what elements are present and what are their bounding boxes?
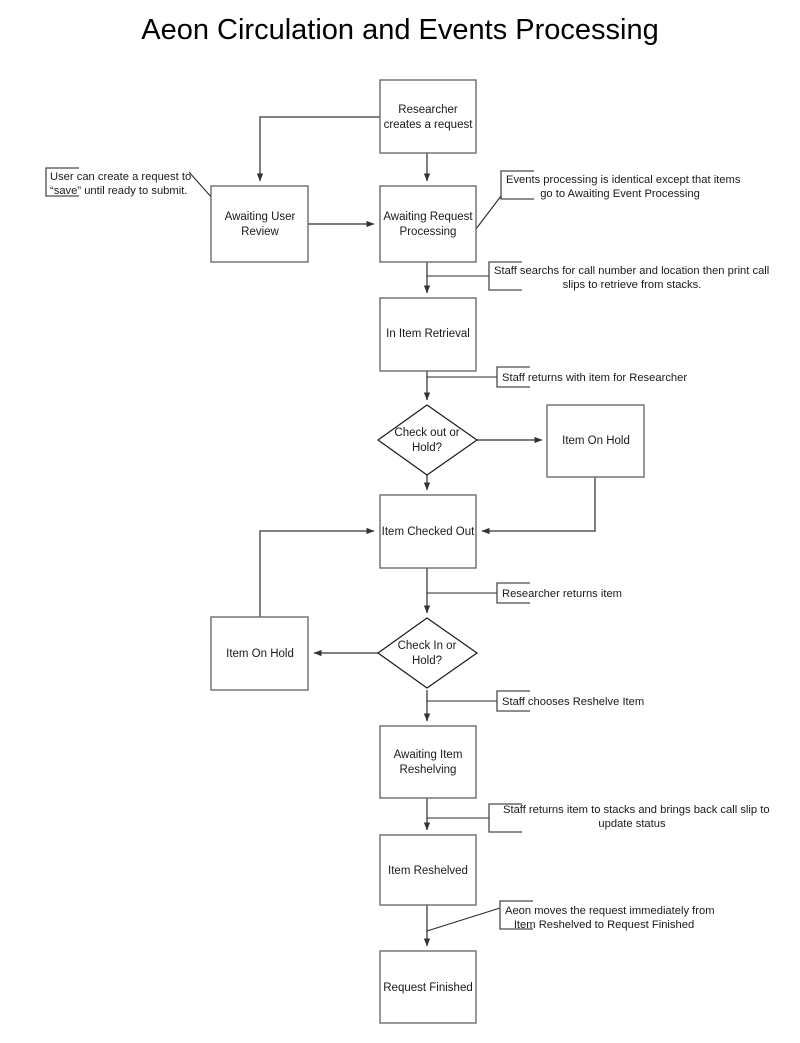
edge-item-on-hold-right-to-checked-out	[481, 477, 596, 535]
bracket-note-events	[500, 170, 534, 200]
node-label-line: Hold?	[412, 442, 442, 454]
node-label-line: Item On Hold	[562, 435, 630, 447]
node-label-line: Item On Hold	[226, 648, 294, 660]
note-line: go to Awaiting Event Processing	[540, 188, 700, 200]
bracket-note-call-slips	[488, 261, 522, 291]
bracket-note-researcher-returns	[496, 582, 530, 604]
note-staff-chooses-reshelve: Staff chooses Reshelve Item	[502, 696, 644, 708]
note-aeon-moves-request: Aeon moves the request immediately from …	[505, 905, 715, 931]
node-label-line: Reshelving	[400, 764, 457, 776]
node-label-line: Item Reshelved	[388, 865, 468, 877]
node-item-on-hold-right[interactable]: Item On Hold	[546, 404, 645, 478]
leader-note-save	[188, 171, 214, 200]
note-line: Researcher returns item	[502, 588, 622, 600]
node-request-finished[interactable]: Request Finished	[379, 950, 477, 1024]
node-awaiting-item-reshelving[interactable]: Awaiting Item Reshelving	[379, 725, 477, 799]
node-label-line: Awaiting User	[225, 211, 296, 223]
note-line: Staff returns item to stacks and brings …	[503, 804, 770, 816]
bracket-note-back-to-stacks	[488, 803, 522, 833]
bracket-note-reshelve-choice	[496, 690, 530, 712]
node-label-line: In Item Retrieval	[386, 328, 470, 340]
note-line: Item Reshelved to Request Finished	[514, 919, 694, 931]
node-label-line: Check out or	[394, 427, 459, 439]
note-line: slips to retrieve from stacks.	[563, 279, 702, 291]
node-in-item-retrieval[interactable]: In Item Retrieval	[379, 297, 477, 372]
node-label-line: Check In or	[398, 640, 457, 652]
bracket-note-aeon-moves	[499, 900, 533, 930]
note-line: Staff chooses Reshelve Item	[502, 696, 644, 708]
note-line: update status	[598, 818, 666, 830]
node-label-line: creates a request	[384, 119, 474, 131]
node-label-line: Researcher	[398, 104, 458, 116]
note-line: Staff returns with item for Researcher	[502, 372, 687, 384]
node-awaiting-user-review[interactable]: Awaiting User Review	[210, 185, 309, 263]
note-line: Staff searchs for call number and locati…	[494, 265, 769, 277]
note-call-slips: Staff searchs for call number and locati…	[494, 265, 769, 291]
note-staff-returns-with-item: Staff returns with item for Researcher	[502, 372, 687, 384]
node-researcher-creates-a-request[interactable]: Researcher creates a request	[379, 79, 477, 154]
note-returns-to-stacks: Staff returns item to stacks and brings …	[503, 804, 770, 830]
note-line: Events processing is identical except th…	[506, 174, 741, 186]
bracket-note-staff-returns-item	[496, 366, 530, 388]
note-line: User can create a request to	[50, 171, 191, 183]
note-researcher-returns-item: Researcher returns item	[502, 588, 622, 600]
node-label-line: Awaiting Request	[383, 211, 473, 223]
node-label-line: Review	[241, 226, 279, 238]
leader-note-aeon-moves	[426, 907, 501, 932]
node-label-line: Request Finished	[383, 982, 473, 994]
node-label-line: Awaiting Item	[394, 749, 463, 761]
note-events-processing: Events processing is identical except th…	[506, 174, 741, 200]
node-check-out-or-hold[interactable]: Check out or Hold?	[376, 404, 479, 476]
leader-note-events	[475, 195, 502, 230]
note-line: Aeon moves the request immediately from	[505, 905, 715, 917]
node-label-line: Item Checked Out	[382, 526, 475, 538]
bracket-note-save	[45, 167, 79, 197]
edge-researcher-to-awaiting-user-review	[256, 116, 380, 182]
node-item-on-hold-left[interactable]: Item On Hold	[210, 616, 309, 691]
page-title: Aeon Circulation and Events Processing	[141, 14, 659, 46]
node-label-line: Hold?	[412, 655, 442, 667]
node-awaiting-request-processing[interactable]: Awaiting Request Processing	[379, 185, 477, 263]
node-item-reshelved[interactable]: Item Reshelved	[379, 834, 477, 906]
node-item-checked-out[interactable]: Item Checked Out	[379, 494, 477, 569]
note-line: “save” until ready to submit.	[50, 185, 187, 197]
note-save: User can create a request to “save” unti…	[50, 171, 191, 197]
edge-item-on-hold-left-to-checked-out	[259, 527, 375, 617]
node-label-line: Processing	[400, 226, 457, 238]
node-check-in-or-hold[interactable]: Check In or Hold?	[376, 617, 479, 689]
